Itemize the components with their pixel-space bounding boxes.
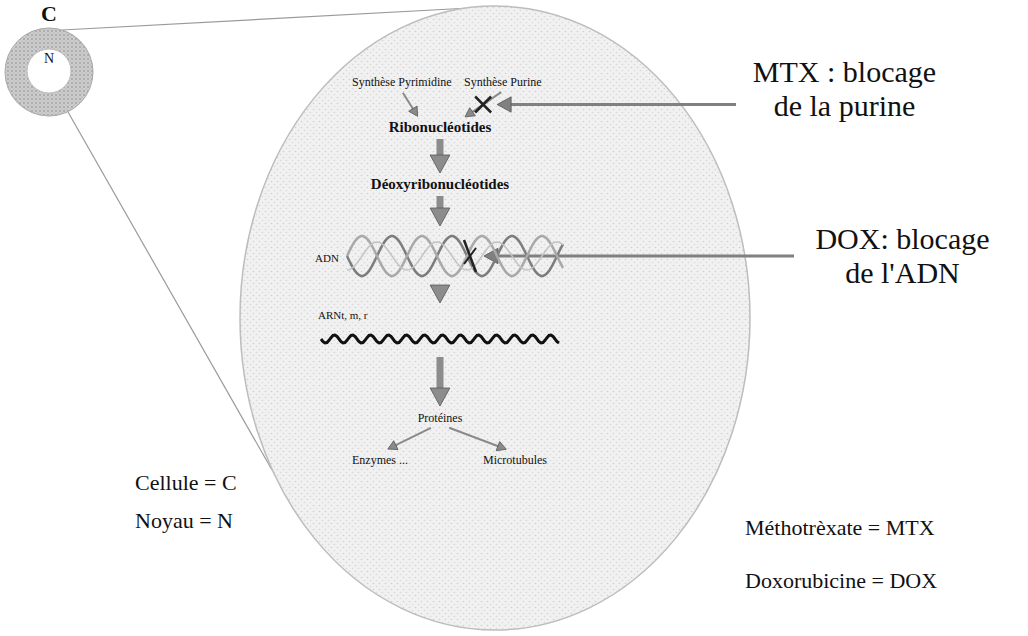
cell-letter: C [3,2,95,26]
legend-note: Doxorubicine = DOX [745,568,937,594]
dna-label: ADN [315,252,339,264]
process-label: Synthèse Pyrimidine [350,72,454,91]
nucleus-circle: N [26,48,72,94]
flow-arrow [430,196,450,226]
process-text: Protéines [416,410,465,427]
cell-circle: CN [3,2,95,120]
legend-note-box: Doxorubicine = DOX [745,568,937,594]
drug-callout-box: DOX: blocage de l'ADN [800,222,1005,290]
arrow-head [497,97,511,112]
dna-strand [347,242,563,270]
zoom-circle [240,6,750,630]
arrow-shaft [508,103,736,106]
nucleus-circle [27,49,71,93]
flow-arrow [449,428,506,451]
arrow-shaft [394,428,431,446]
arrow-head [496,441,506,450]
block-cross [464,248,476,264]
arrow-shaft [449,428,499,447]
dna-helix [315,228,565,284]
flow-arrow [388,428,431,450]
process-label: Déoxyribonucléotides [369,175,511,194]
arrow-head [430,155,450,173]
dna-strand [347,236,563,276]
drug-callout: DOX: blocage de l'ADN [800,222,1005,290]
rna-label: ARNt, m, r [318,309,368,321]
arrow-head [430,388,450,406]
flow-arrow [465,92,501,117]
process-label: Ribonucléotides [387,118,494,137]
arrow-head [430,285,450,303]
arrow-head [409,106,418,116]
legend-note-box: Noyau = N [135,508,233,534]
process-label: Synthèse Purine [462,72,544,91]
dna-strand [347,236,563,276]
flow-arrow [430,357,450,406]
process-text: Synthèse Pyrimidine [350,74,454,91]
process-label: Protéines [416,408,465,427]
block-cross [464,240,476,272]
flow-arrow [430,285,450,303]
flow-arrow [430,139,450,173]
arrow-shaft [471,92,501,113]
arrow-head [430,208,450,226]
rna-line [321,335,559,343]
drug-callout: MTX : blocage de la purine [742,55,947,123]
legend-note-box: Cellule = C [135,470,237,496]
cross-stroke [475,97,491,113]
pointer-arrow [497,97,736,112]
arrow-shaft [403,93,414,110]
nucleus-letter: N [26,51,72,67]
legend-note: Méthotrèxate = MTX [745,515,935,541]
drug-callout-box: MTX : blocage de la purine [742,55,947,123]
arrow-shaft [436,357,443,392]
legend-note: Noyau = N [135,508,233,534]
process-text: Synthèse Purine [462,74,544,91]
legend-note: Cellule = C [135,470,237,496]
dna-node: ADN [315,228,565,284]
legend-note-box: Méthotrèxate = MTX [745,515,935,541]
rna-node: ARNt, m, r [315,305,565,355]
block-cross [475,97,491,113]
flow-arrow [403,93,418,117]
process-text: Déoxyribonucléotides [369,175,511,194]
arrow-head [388,441,398,450]
cell-circle-shape [5,28,93,116]
process-text: Microtubules [481,452,549,469]
process-text: Ribonucléotides [387,118,494,137]
process-label: Microtubules [481,450,549,469]
cross-stroke [475,97,491,113]
arrow-shaft [495,255,794,258]
process-label: Enzymes ... [350,450,410,469]
process-text: Enzymes ... [350,452,410,469]
arrow-head [465,108,475,117]
